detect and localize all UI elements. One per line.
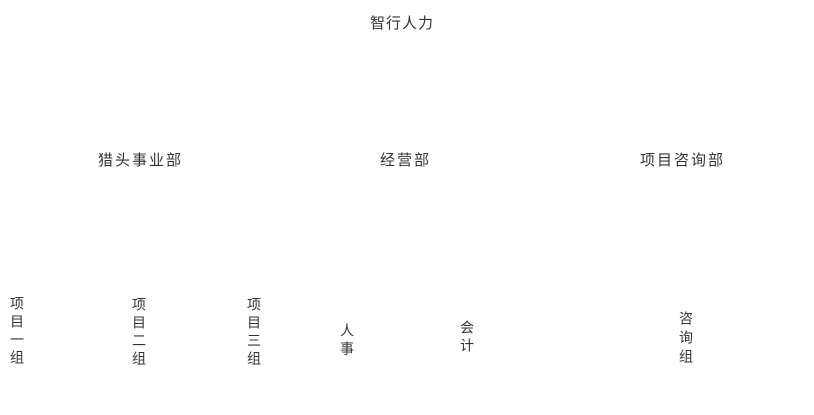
node-dept-headhunting[interactable]: 猎头事业部 bbox=[98, 152, 184, 169]
node-group-project-2[interactable]: 项目二组 bbox=[131, 297, 147, 369]
node-dept-project-consulting[interactable]: 项目咨询部 bbox=[640, 152, 726, 169]
node-group-consulting[interactable]: 咨询组 bbox=[678, 311, 694, 368]
node-root[interactable]: 智行人力 bbox=[370, 15, 435, 32]
node-dept-operations[interactable]: 经营部 bbox=[380, 152, 432, 169]
node-group-project-1[interactable]: 项目一组 bbox=[9, 296, 25, 368]
node-group-accounting[interactable]: 会计 bbox=[459, 320, 475, 356]
node-group-hr[interactable]: 人事 bbox=[339, 323, 355, 359]
node-group-project-3[interactable]: 项目三组 bbox=[246, 297, 262, 369]
